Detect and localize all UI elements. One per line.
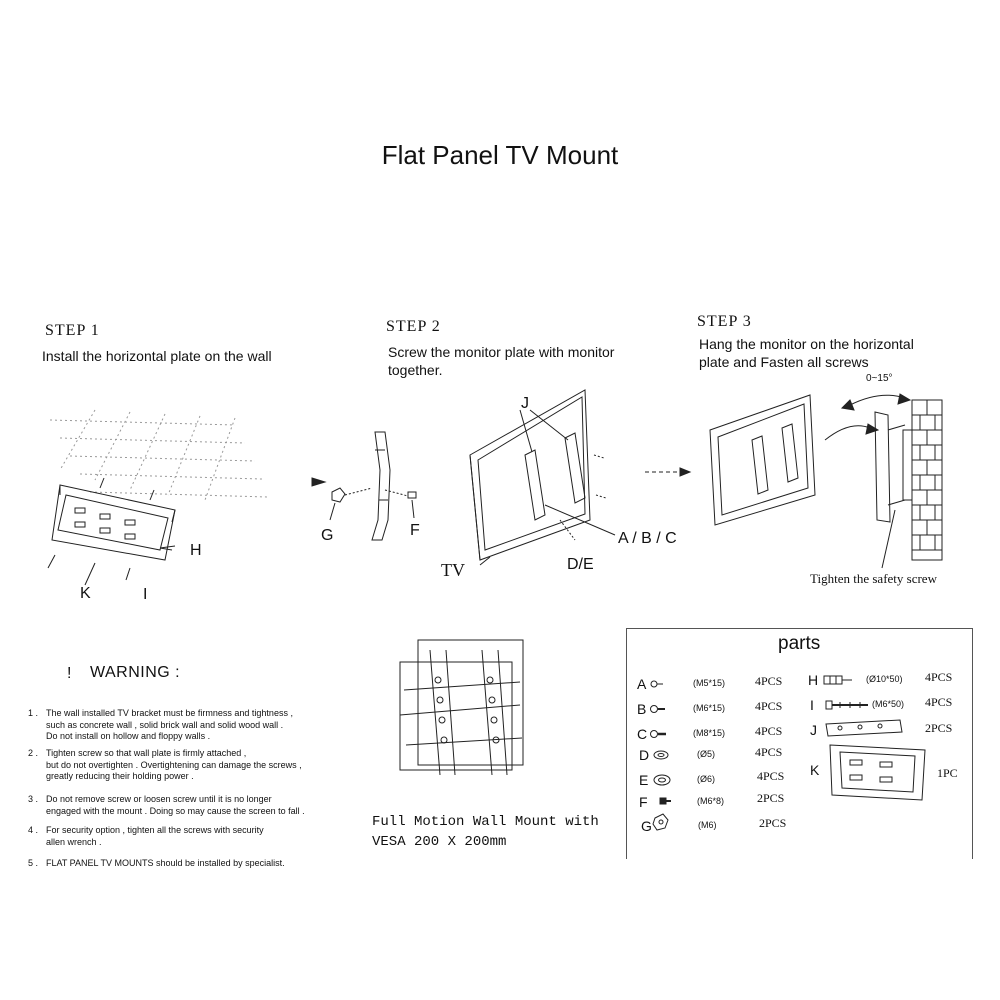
step1-heading: STEP 1 xyxy=(45,322,100,339)
warning-item-number: 5 . xyxy=(28,858,39,868)
caption-line2: VESA 200 X 200mm xyxy=(372,834,507,850)
warning-item-line: Do not install on hollow and floppy wall… xyxy=(46,731,211,741)
part-letter: E xyxy=(639,772,649,788)
warning-item-line: such as concrete wall , solid brick wall… xyxy=(46,719,284,730)
arm-j-icon xyxy=(825,719,903,737)
part-size: (M8*15) xyxy=(693,728,726,738)
parts-title: parts xyxy=(778,633,821,654)
label-tv: TV xyxy=(441,560,465,580)
part-letter: I xyxy=(810,697,814,713)
screw-f-icon xyxy=(659,797,671,805)
part-letter: B xyxy=(637,701,647,717)
part-letter: D xyxy=(639,747,650,763)
warning-item-line: but do not overtighten . Overtightening … xyxy=(46,759,302,770)
bolt-i-icon xyxy=(825,700,868,710)
label-f: F xyxy=(410,522,420,539)
step2-text-line1: Screw the monitor plate with monitor xyxy=(388,344,615,360)
part-letter: C xyxy=(637,726,648,742)
part-qty: 4PCS xyxy=(755,699,783,713)
caption-line1: Full Motion Wall Mount with xyxy=(372,814,599,830)
step3-text-line1: Hang the monitor on the horizontal xyxy=(699,336,914,352)
label-de: D/E xyxy=(567,556,594,573)
part-size: (Ø10*50) xyxy=(866,674,903,684)
part-letter: A xyxy=(637,676,647,692)
warning-item-line: allen wrench . xyxy=(46,836,102,847)
step2-text-line2: together. xyxy=(388,362,443,378)
part-letter: G xyxy=(641,818,652,834)
parts-box xyxy=(626,628,973,859)
step3-wall xyxy=(874,399,943,569)
part-letter: F xyxy=(639,794,648,810)
screw-c-icon xyxy=(650,730,666,738)
anchor-h-icon xyxy=(823,675,852,685)
step1-wall-plate xyxy=(47,477,176,586)
part-qty: 4PCS xyxy=(925,670,953,684)
step3-text-line2: plate and Fasten all screws xyxy=(699,354,869,370)
part-letter: J xyxy=(810,722,817,738)
part-size: (M6*50) xyxy=(872,699,905,709)
washer-e-icon xyxy=(653,774,671,786)
label-h: H xyxy=(190,542,202,559)
part-qty: 4PCS xyxy=(755,724,783,738)
label-j: J xyxy=(521,395,529,412)
label-k: K xyxy=(80,585,91,602)
warning-item-number: 3 . xyxy=(28,794,39,804)
part-qty: 4PCS xyxy=(755,745,783,759)
part-size: (M5*15) xyxy=(693,678,726,688)
part-qty: 2PCS xyxy=(757,791,785,805)
part-qty: 4PCS xyxy=(755,674,783,688)
warning-item-line: engaged with the mount . Doing so may ca… xyxy=(46,805,305,816)
warning-item-line: greatly reducing their holding power . xyxy=(46,771,194,781)
warning-item-line: FLAT PANEL TV MOUNTS should be installed… xyxy=(46,858,285,868)
label-angle: 0~15° xyxy=(866,373,893,384)
part-size: (M6*8) xyxy=(697,796,725,806)
wall-plate-k-icon xyxy=(829,744,926,801)
part-qty: 4PCS xyxy=(757,769,785,783)
part-size: (Ø5) xyxy=(697,749,715,759)
warning-item-line: For security option , tighten all the sc… xyxy=(46,825,264,835)
label-safety-screw: Tighten the safety screw xyxy=(810,571,937,586)
part-qty: 2PCS xyxy=(759,816,787,830)
part-qty: 2PCS xyxy=(925,721,953,735)
page-title: Flat Panel TV Mount xyxy=(381,140,619,170)
step3-tv xyxy=(709,393,912,526)
part-size: (M6) xyxy=(698,820,717,830)
step1-wall-grid xyxy=(49,409,269,501)
part-size: (Ø6) xyxy=(697,774,715,784)
warning-item-number: 1 . xyxy=(28,708,39,718)
warning-item-number: 2 . xyxy=(28,748,39,758)
warning-heading: WARNING : xyxy=(90,664,181,681)
step2-monitor-plate xyxy=(329,431,417,541)
part-qty: 1PC xyxy=(937,766,958,780)
part-letter: H xyxy=(808,672,819,688)
part-size: (M6*15) xyxy=(693,703,726,713)
label-i: I xyxy=(143,586,148,603)
warning-item-number: 4 . xyxy=(28,825,39,835)
step2-heading: STEP 2 xyxy=(386,318,441,335)
label-g: G xyxy=(321,527,334,544)
step3-heading: STEP 3 xyxy=(697,313,752,330)
warning-item-line: Do not remove screw or loosen screw unti… xyxy=(46,794,272,804)
part-letter: K xyxy=(810,762,820,778)
vesa-bracket xyxy=(399,639,524,776)
knob-g-icon xyxy=(652,813,669,831)
step1-text: Install the horizontal plate on the wall xyxy=(42,348,272,364)
warning-item-line: The wall installed TV bracket must be fi… xyxy=(46,708,293,718)
warning-item-line: Tighten screw so that wall plate is firm… xyxy=(46,748,247,758)
label-abc: A / B / C xyxy=(618,530,677,547)
step2-tv xyxy=(469,389,616,566)
screw-b-icon xyxy=(650,705,665,713)
part-qty: 4PCS xyxy=(925,695,953,709)
screw-a-icon xyxy=(650,680,663,688)
warning-icon: ! xyxy=(67,665,72,682)
washer-d-icon xyxy=(653,750,669,760)
